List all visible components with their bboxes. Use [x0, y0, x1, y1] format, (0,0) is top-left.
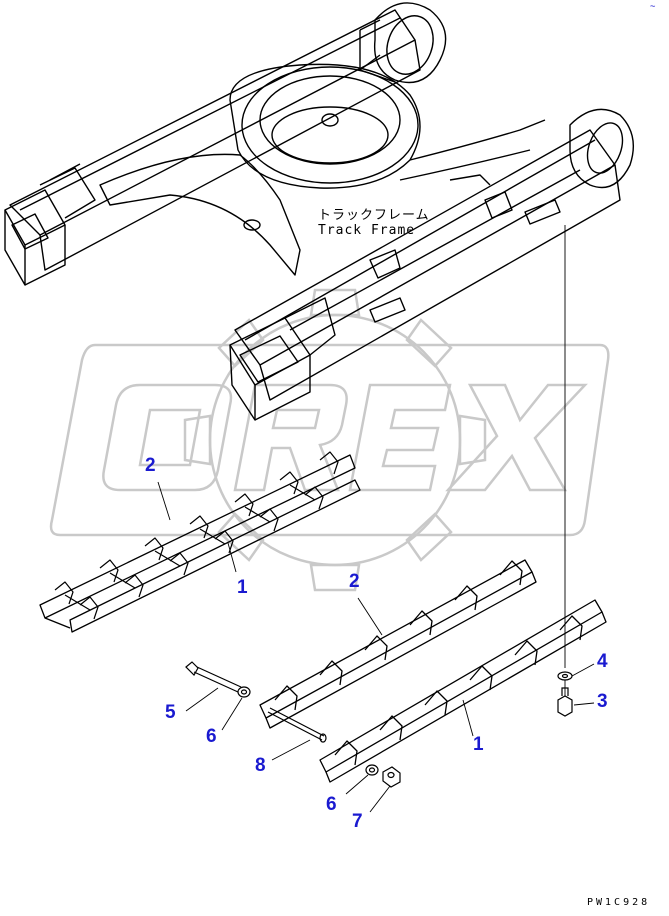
drawing-code: PW1C928: [587, 897, 651, 908]
callout-1-upper: 1: [237, 577, 248, 598]
callout-8: 8: [255, 755, 266, 776]
track-frame-drawing: [4, 2, 634, 421]
track-guard-upper: [39, 451, 361, 633]
track-guard-lower: [259, 559, 607, 783]
callout-7: 7: [352, 811, 363, 832]
corner-mark: ~: [650, 2, 656, 12]
callout-1-lower: 1: [473, 734, 484, 755]
hardware-parts: [185, 661, 573, 788]
callout-5: 5: [165, 702, 176, 723]
frame-label-english: Track Frame: [318, 223, 416, 238]
callout-4: 4: [597, 651, 608, 672]
orex-watermark: [49, 288, 610, 592]
callout-2-lower: 2: [349, 571, 360, 592]
callout-6-lower: 6: [326, 794, 337, 815]
leader-lines: [157, 225, 595, 813]
frame-label-japanese: トラックフレーム: [318, 208, 430, 223]
callout-6-upper: 6: [206, 726, 217, 747]
callout-3: 3: [597, 691, 608, 712]
callout-2-upper: 2: [145, 455, 156, 476]
